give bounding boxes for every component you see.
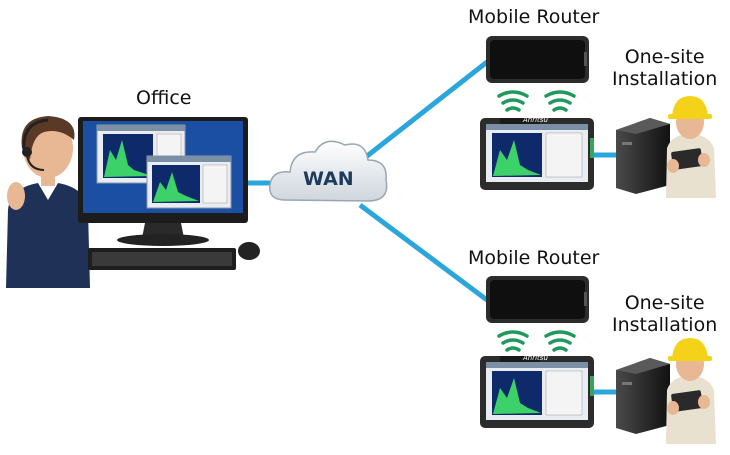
- tester-device-top: [480, 118, 594, 190]
- tester-brand-bottom: Anritsu: [523, 354, 548, 362]
- site-bottom-label: One-site Installation: [612, 292, 718, 337]
- mobile-router-top: [486, 36, 589, 83]
- site-bottom-label-line1: One-site: [624, 292, 705, 314]
- tester-device-bottom: [480, 356, 594, 428]
- wan-router-bottom-link: [358, 202, 489, 303]
- worker-bottom: [666, 338, 716, 444]
- site-bottom-label-line2: Installation: [612, 313, 718, 336]
- site-top-label: One-site Installation: [612, 46, 718, 91]
- wan-cloud: [269, 140, 388, 202]
- site-top-label-line1: One-site: [624, 46, 705, 68]
- worker-top: [666, 96, 716, 198]
- office-label: Office: [136, 87, 192, 109]
- server-tower-bottom: [616, 358, 670, 434]
- tester-brand-top: Anritsu: [523, 116, 548, 124]
- connection-lines: [247, 60, 620, 395]
- office-computer: [78, 117, 260, 270]
- wan-router-top-link: [360, 60, 489, 162]
- mobile-router-bottom-label: Mobile Router: [468, 247, 600, 269]
- mobile-router-bottom: [486, 276, 589, 323]
- wifi-signal-bottom: [497, 330, 576, 352]
- wifi-signal-top: [497, 90, 576, 112]
- server-tower-top: [616, 118, 670, 194]
- office-operator: [6, 116, 90, 288]
- mobile-router-top-label: Mobile Router: [468, 6, 600, 28]
- wan-label: WAN: [303, 168, 354, 190]
- mouse: [238, 242, 260, 260]
- site-top-label-line2: Installation: [612, 67, 718, 90]
